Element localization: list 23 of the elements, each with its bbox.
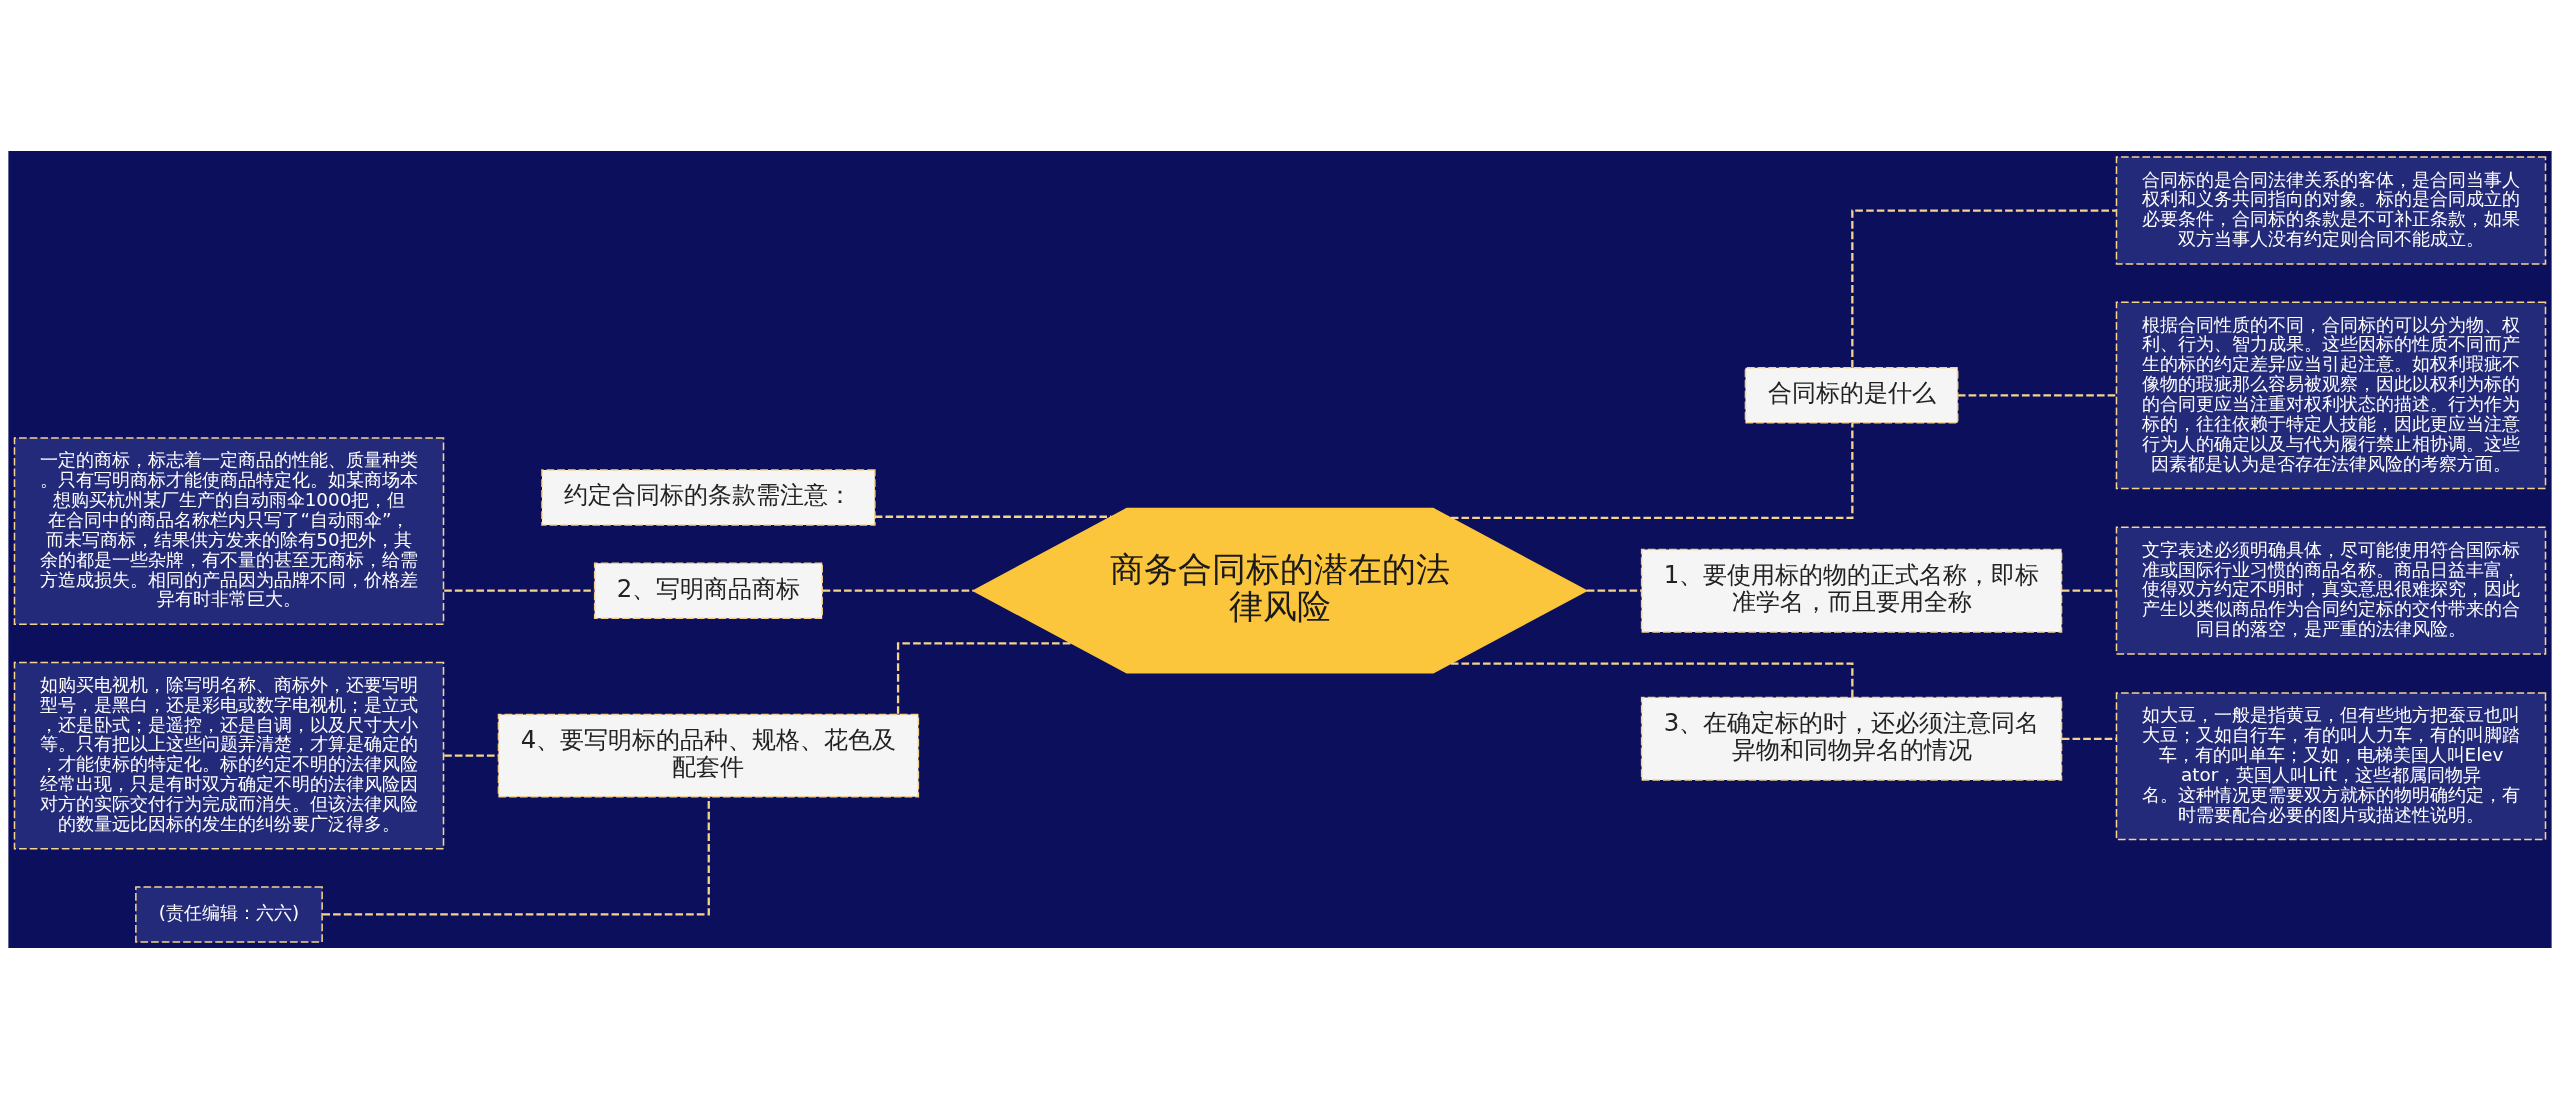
connector: [822, 589, 974, 592]
node-box: 合同标的是合同法律关系的客体，是合同当事人权利和义务共同指向的对象。标的是合同成立的必要条件，合同标的条款是不可补正条款，如果双方当事人没有约定则合同不能成立。: [2115, 156, 2547, 265]
node-box: 4、要写明标的品种、规格、花色及配套件: [497, 713, 920, 798]
node-box: 如大豆，一般是指黄豆，但有些地方把蚕豆也叫大豆；又如自行车，有的叫人力车，有的叫脚踏车，有的叫单车；又如，电梯美国人叫Elevator，英国人叫Lift，这些都属同物异名。这种情况更需要双方就标的物明确约定，有时需要配合必要的图片或描述性说明。: [2115, 692, 2547, 841]
connector: [2061, 737, 2117, 740]
connector: [1957, 394, 2117, 397]
connector: [1450, 423, 1854, 520]
node-box: 一定的商标，标志着一定商品的性能、质量种类。只有写明商标才能使商品特定化。如某商场本想购买杭州某厂生产的自动雨伞1000把，但在合同中的商品名称栏内只写了“自动雨伞”，而未写商标，结果供方发来的除有50把外，其余的都是一些杂牌，有不量的甚至无商标，给需方造成损失。相同的产品因为品牌不同，价格差异有时非常巨大。: [13, 437, 445, 626]
connector: [874, 515, 1112, 518]
node-box: 1、要使用标的物的正式名称，即标准学名，而且要用全称: [1640, 548, 2063, 633]
node-box: 根据合同性质的不同，合同标的可以分为物、权利、行为、智力成果。这些因标的性质不同而产生的标的约定差异应当引起注意。如权利瑕疵不像物的瑕疵那么容易被观察，因此以权利为标的的合同更应当注重对权利状态的描述。行为作为标的，往往依赖于特定人技能，因此更应当注意行为人的确定以及与代为履行禁止相协调。这些因素都是认为是否存在法律风险的考察方面。: [2115, 301, 2547, 490]
node-box: 约定合同标的条款需注意：: [541, 469, 876, 526]
node-box: 如购买电视机，除写明名称、商标外，还要写明型号，是黑白，还是彩电或数字电视机；是立式，还是卧式；是遥控，还是自调，以及尺寸大小等。只有把以上这些问题弄清楚，才算是确定的，才能使标的特定化。标的约定不明的法律风险经常出现，只是有时双方确定不明的法律风险因对方的实际交付行为完成而消失。但该法律风险的数量远比因标的发生的纠纷要广泛得多。: [13, 661, 445, 850]
connector: [896, 642, 1072, 714]
node-box: 合同标的是什么: [1744, 367, 1959, 424]
connector: [1586, 589, 1642, 592]
node-box: (责任编辑：六六): [135, 886, 323, 943]
node-box: 文字表述必须明确具体，尽可能使用符合国际标准或国际行业习惯的商品名称。商品日益丰富，使得双方约定不明时，真实意思很难探究，因此产生以类似商品作为合同约定标的交付带来的合同目的落空，是严重的法律风险。: [2115, 526, 2547, 655]
connector: [2061, 589, 2117, 592]
connector: [322, 796, 710, 916]
node-box: 2、写明商品商标: [593, 562, 823, 619]
node-box: 3、在确定标的时，还必须注意同名异物和同物异名的情况: [1640, 696, 2063, 781]
connector: [1851, 209, 2117, 368]
